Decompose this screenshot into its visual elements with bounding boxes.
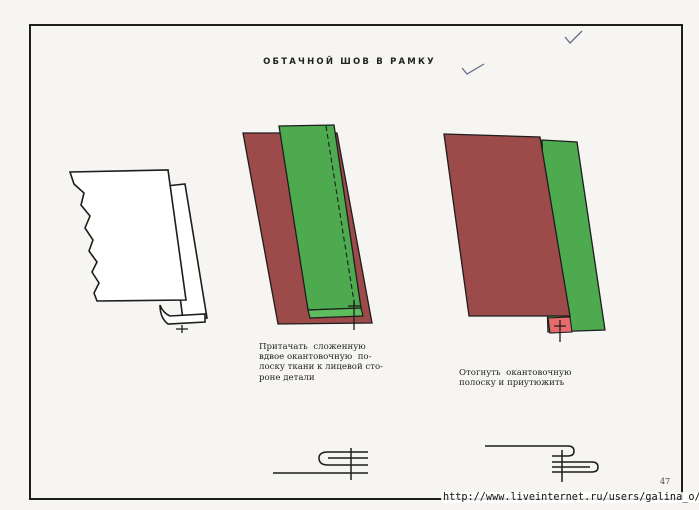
page-title: ОБТАЧНОЙ ШОВ В РАМКУ	[263, 57, 436, 67]
pencil-check-mark-title	[461, 63, 485, 75]
figure-3-folded-strip	[443, 133, 606, 342]
seam-section-diagram-2	[485, 445, 599, 482]
seam-section-diagram-1	[273, 448, 368, 480]
page-frame	[29, 24, 683, 500]
pencil-check-mark-top	[564, 30, 583, 44]
caption-step-2: Отогнуть окантовочную полоску и приутюжи…	[459, 368, 572, 389]
page-number: 47	[660, 477, 671, 486]
figure-1-white-fabric	[68, 169, 208, 333]
figure-2-stitched-strip	[242, 124, 373, 330]
caption-step-1: Притачать сложенную вдвое окантовочную п…	[259, 342, 384, 383]
source-watermark-link[interactable]: http://www.liveinternet.ru/users/galina_…	[441, 492, 699, 503]
